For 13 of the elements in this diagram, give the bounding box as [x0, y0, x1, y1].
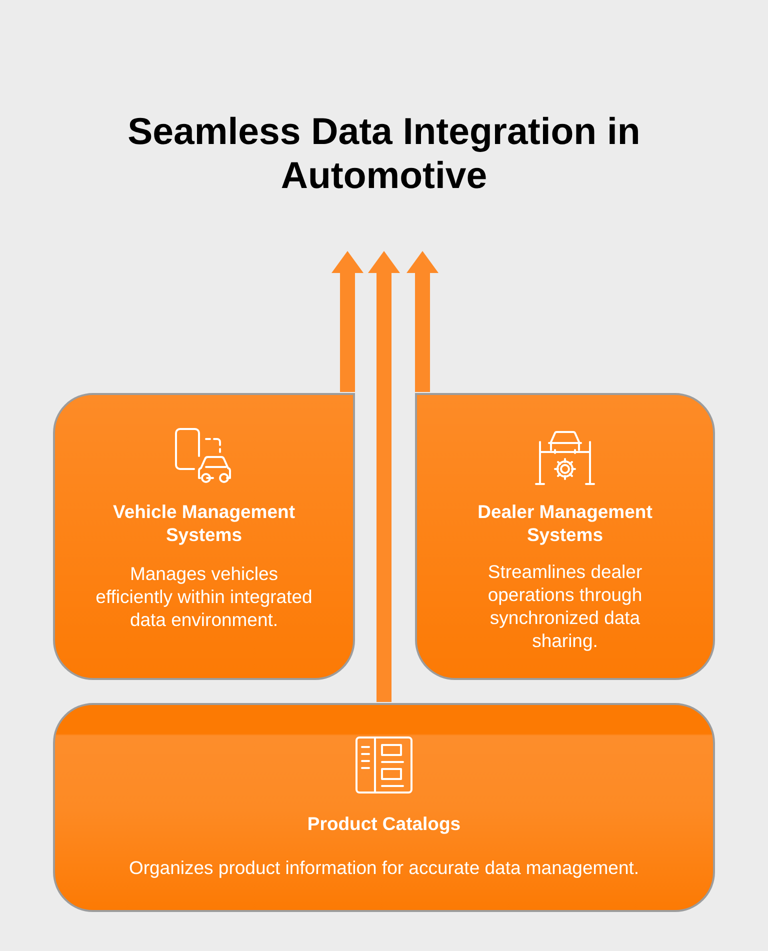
card-description: Organizes product information for accurate data management.: [128, 856, 640, 879]
arrow: [368, 251, 400, 702]
title: Seamless Data Integration in Automotive: [126, 109, 642, 197]
card-heading: Product Catalogs: [306, 812, 462, 835]
arrow: [332, 251, 364, 392]
arrow: [406, 251, 438, 392]
info-card: [415, 393, 715, 680]
card-heading: Dealer Management Systems: [476, 500, 654, 546]
info-card: [53, 703, 715, 912]
card-heading: Vehicle Management Systems: [112, 500, 296, 546]
card-description: Streamlines dealer operations through synchronized data sharing.: [486, 560, 644, 652]
card-description: Manages vehicles efficiently within integrated data environment.: [94, 562, 314, 631]
info-card: [53, 393, 355, 680]
